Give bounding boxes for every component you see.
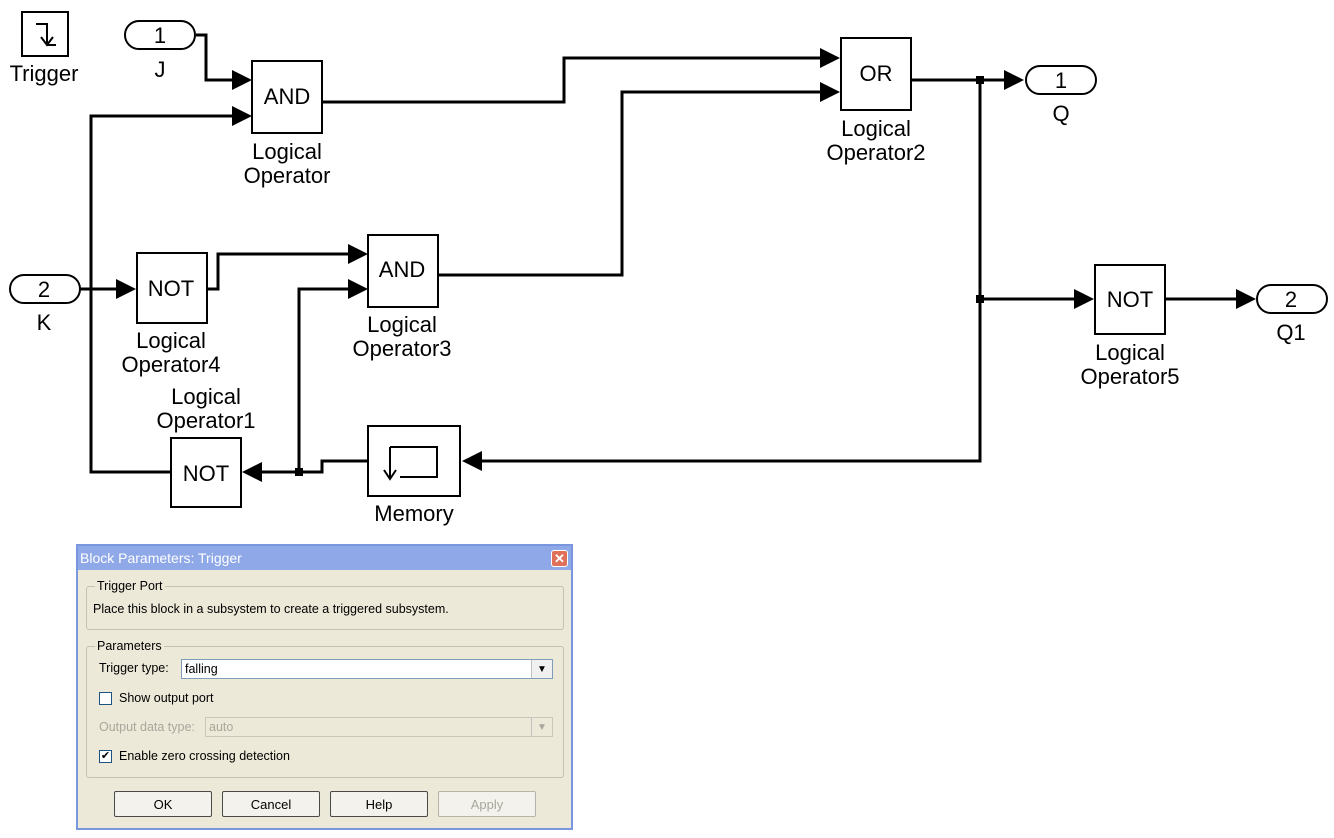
- block-parameters-dialog: Block Parameters: Trigger ✕ Trigger Port…: [76, 544, 573, 830]
- wire-not4-to-and3[interactable]: [207, 252, 350, 291]
- not1-block-text: NOT: [183, 461, 229, 486]
- wire-memory-to-not1[interactable]: [262, 459, 368, 474]
- not-block-logical-operator1[interactable]: NOT: [170, 437, 242, 508]
- output-data-type-label: Output data type:: [99, 720, 195, 734]
- not5-block-label-2: Operator5: [1080, 364, 1179, 389]
- not4-block-label-2: Operator4: [121, 352, 220, 377]
- dialog-title: Block Parameters: Trigger: [80, 550, 242, 566]
- output-data-type-value: auto: [209, 720, 234, 734]
- and-block-label-1: Logical: [252, 139, 322, 164]
- not4-block-text: NOT: [148, 276, 194, 301]
- and3-block-label-2: Operator3: [352, 336, 451, 361]
- wire-j-to-and[interactable]: [196, 33, 234, 82]
- dialog-title-bar[interactable]: Block Parameters: Trigger ✕: [78, 546, 571, 570]
- or-block-label-2: Operator2: [826, 140, 925, 165]
- close-icon[interactable]: ✕: [551, 549, 568, 567]
- trigger-label: Trigger: [10, 61, 79, 86]
- trigger-type-value: falling: [185, 662, 218, 676]
- zero-crossing-checkbox[interactable]: ✔: [99, 749, 112, 763]
- dialog-description: Place this block in a subsystem to creat…: [93, 602, 449, 616]
- not5-block-label-1: Logical: [1095, 340, 1165, 365]
- help-button[interactable]: Help: [330, 791, 428, 817]
- and-block-logical-operator3[interactable]: AND: [367, 234, 439, 308]
- inport-j-number: 1: [154, 23, 166, 48]
- show-output-port-label: Show output port: [119, 691, 214, 705]
- outport-q-number: 1: [1055, 68, 1067, 93]
- ok-button[interactable]: OK: [114, 791, 212, 817]
- wire-and3-to-or[interactable]: [438, 90, 822, 277]
- zero-crossing-label: Enable zero crossing detection: [119, 749, 290, 763]
- or-block-logical-operator2[interactable]: OR: [840, 37, 912, 111]
- trigger-port-group-title: Trigger Port: [95, 579, 165, 593]
- parameters-group: Parameters Trigger type: falling ▼ Show …: [86, 639, 564, 778]
- not1-block-label-1: Logical: [171, 384, 241, 409]
- show-output-port-checkbox[interactable]: [99, 691, 112, 705]
- not-block-logical-operator4[interactable]: NOT: [136, 252, 208, 324]
- trigger-block[interactable]: [21, 11, 69, 57]
- trigger-type-label: Trigger type:: [99, 661, 169, 675]
- outport-q1-number: 2: [1285, 287, 1297, 312]
- outport-q1-label: Q1: [1276, 320, 1305, 345]
- and-block-logical-operator[interactable]: AND: [251, 60, 323, 134]
- outport-q[interactable]: 1: [1025, 65, 1097, 95]
- or-block-label-1: Logical: [841, 116, 911, 141]
- trigger-port-group: Trigger Port Place this block in a subsy…: [86, 579, 564, 630]
- not5-block-text: NOT: [1107, 287, 1153, 312]
- apply-button: Apply: [438, 791, 536, 817]
- parameters-group-title: Parameters: [95, 639, 164, 653]
- outport-q1[interactable]: 2: [1256, 284, 1328, 314]
- not-block-logical-operator5[interactable]: NOT: [1094, 264, 1166, 335]
- chevron-down-icon[interactable]: ▼: [531, 660, 552, 678]
- and-block-text: AND: [264, 84, 310, 109]
- wire-q-feedback[interactable]: [482, 80, 982, 463]
- not1-block-label-2: Operator1: [156, 408, 255, 433]
- memory-loop-icon: [383, 446, 438, 481]
- wire-not1-to-and[interactable]: [89, 114, 234, 474]
- falling-edge-icon: [36, 23, 56, 47]
- wire-memory-to-and3[interactable]: [297, 287, 350, 472]
- memory-label: Memory: [374, 501, 453, 526]
- wire-and-to-or[interactable]: [323, 56, 822, 104]
- or-block-text: OR: [860, 61, 893, 86]
- outport-q-label: Q: [1052, 101, 1069, 126]
- and-block-label-2: Operator: [244, 163, 331, 188]
- and3-block-text: AND: [379, 257, 425, 282]
- inport-k-number: 2: [38, 277, 50, 302]
- not4-block-label-1: Logical: [136, 328, 206, 353]
- inport-j-label: J: [155, 57, 166, 82]
- chevron-down-icon: ▼: [531, 718, 552, 736]
- inport-k[interactable]: 2: [9, 274, 81, 304]
- and3-block-label-1: Logical: [367, 312, 437, 337]
- trigger-type-select[interactable]: falling ▼: [181, 659, 553, 679]
- output-data-type-select: auto ▼: [205, 717, 553, 737]
- inport-j[interactable]: 1: [124, 20, 196, 50]
- inport-k-label: K: [37, 310, 52, 335]
- cancel-button[interactable]: Cancel: [222, 791, 320, 817]
- memory-block[interactable]: [367, 425, 461, 497]
